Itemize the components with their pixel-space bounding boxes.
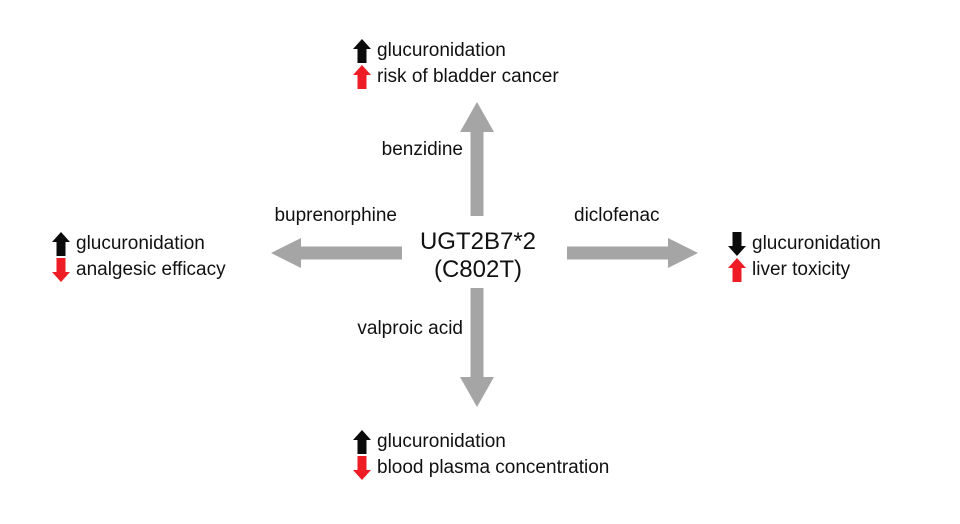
effect-text: blood plasma concentration bbox=[377, 457, 610, 478]
top-effects-block: glucuronidation risk of bladder cancer bbox=[353, 39, 559, 89]
center-gene-label: UGT2B7*2 (C802T) bbox=[398, 228, 558, 284]
right-effects-block: glucuronidation liver toxicity bbox=[728, 232, 881, 282]
drug-label-valproic-acid: valproic acid bbox=[357, 318, 463, 339]
arrow-down-red-icon bbox=[353, 456, 371, 480]
effect-text: risk of bladder cancer bbox=[377, 66, 559, 87]
effect-line: glucuronidation bbox=[353, 39, 559, 63]
arrow-up-black-icon bbox=[353, 39, 371, 63]
arrow-down-black-icon bbox=[728, 232, 746, 256]
left-branch-arrow-left-icon bbox=[271, 237, 402, 269]
bottom-effects-block: glucuronidation blood plasma concentrati… bbox=[353, 430, 609, 480]
arrow-down-red-icon bbox=[52, 258, 70, 282]
effect-text: analgesic efficacy bbox=[76, 259, 226, 280]
drug-label-buprenorphine: buprenorphine bbox=[274, 205, 397, 226]
effect-line: analgesic efficacy bbox=[52, 258, 226, 282]
bottom-branch-arrow-down-icon bbox=[459, 288, 495, 407]
effect-line: glucuronidation bbox=[728, 232, 881, 256]
effect-text: glucuronidation bbox=[377, 40, 506, 61]
effect-text: liver toxicity bbox=[752, 259, 851, 280]
effect-line: glucuronidation bbox=[353, 430, 609, 454]
effect-text: glucuronidation bbox=[377, 431, 506, 452]
arrow-up-black-icon bbox=[52, 232, 70, 256]
effect-text: glucuronidation bbox=[752, 233, 881, 254]
effect-line: blood plasma concentration bbox=[353, 456, 609, 480]
effect-line: glucuronidation bbox=[52, 232, 226, 256]
drug-label-benzidine: benzidine bbox=[381, 139, 463, 160]
gene-variant: (C802T) bbox=[433, 256, 523, 283]
arrow-up-red-icon bbox=[728, 258, 746, 282]
drug-label-diclofenac: diclofenac bbox=[574, 205, 660, 226]
top-branch-arrow-up-icon bbox=[459, 102, 495, 216]
left-effects-block: glucuronidation analgesic efficacy bbox=[52, 232, 226, 282]
effect-line: liver toxicity bbox=[728, 258, 881, 282]
arrow-up-red-icon bbox=[353, 65, 371, 89]
right-branch-arrow-right-icon bbox=[567, 237, 698, 269]
gene-name: UGT2B7*2 bbox=[419, 228, 537, 255]
effect-text: glucuronidation bbox=[76, 233, 205, 254]
effect-line: risk of bladder cancer bbox=[353, 65, 559, 89]
arrow-up-black-icon bbox=[353, 430, 371, 454]
